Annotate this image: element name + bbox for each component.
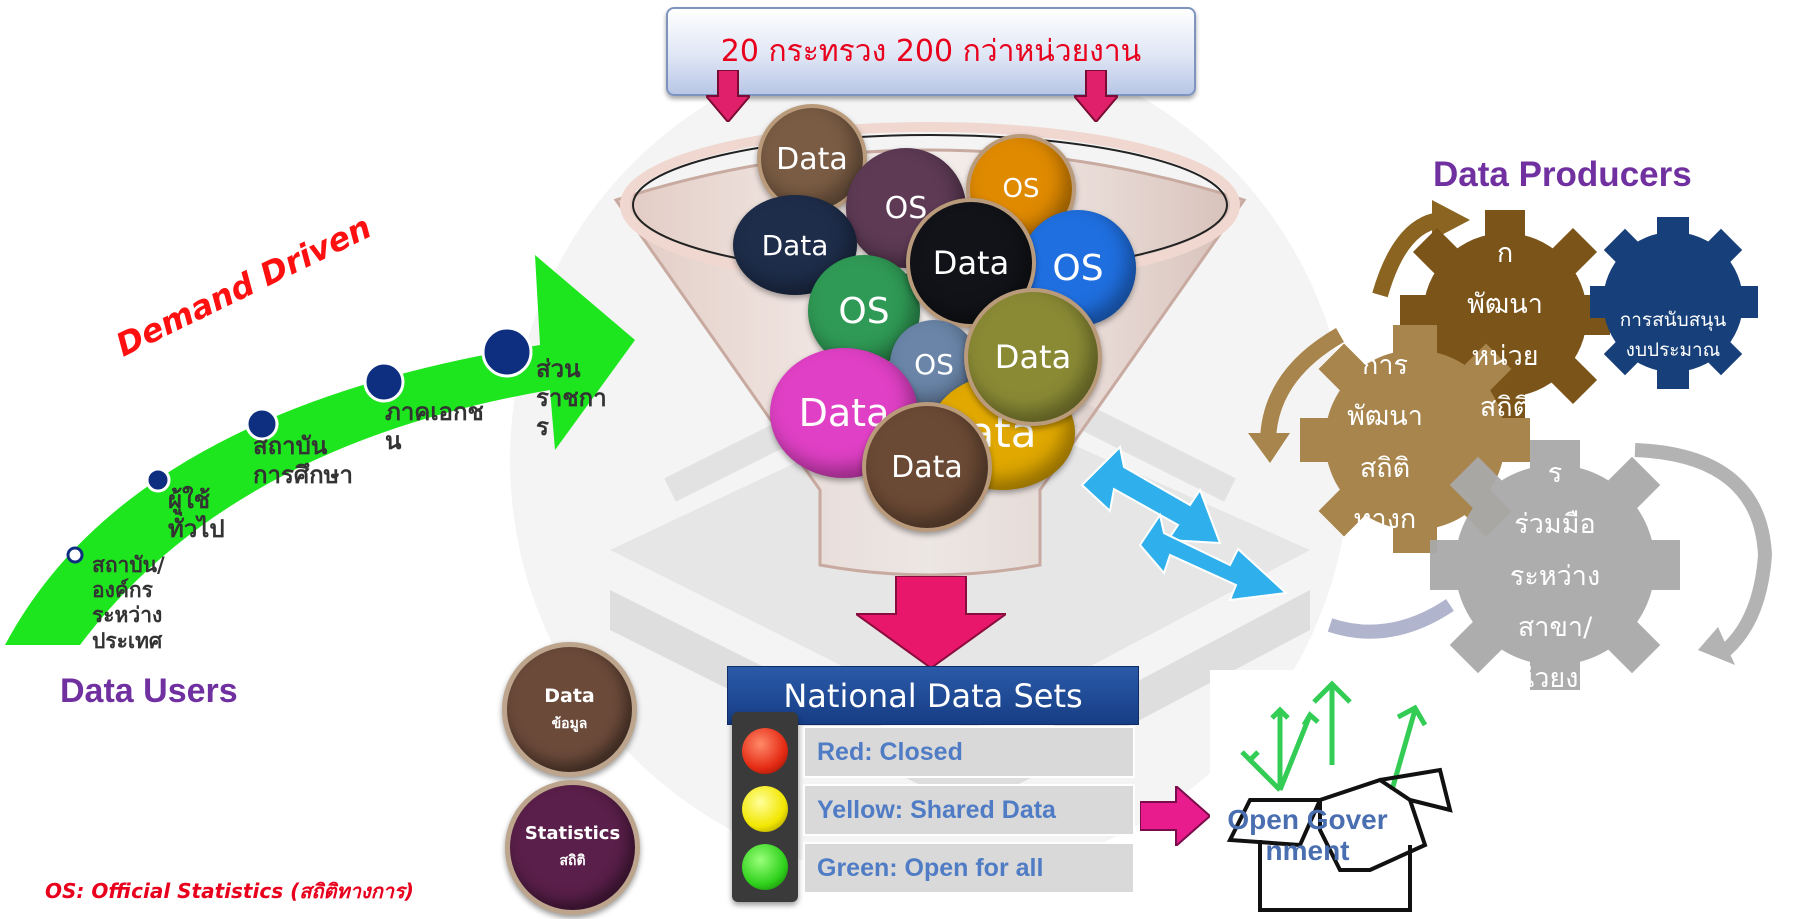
banner-arrow-right <box>1074 70 1118 122</box>
stage-private: ภาคเอกช น <box>385 398 484 455</box>
open-box-icon <box>1210 670 1465 919</box>
gear-text-budget-support: การสนับสนุน งบประมาณ <box>1619 309 1727 362</box>
legend-statistics: Statistics สถิติ <box>505 780 640 915</box>
gear-text-unit-development: ก พัฒนา หน่วย สถิติ <box>1467 238 1543 423</box>
stage-education: สถาบัน การศึกษา <box>253 432 353 489</box>
stage-international: สถาบัน/ องค์กร ระหว่าง ประเทศ <box>92 553 165 653</box>
gears-graphic <box>1248 200 1773 690</box>
stage-general-users: ผู้ใช้ ทั่วไป <box>168 486 225 543</box>
green-lamp <box>742 844 788 890</box>
data-producers-title: Data Producers <box>1433 155 1692 194</box>
gear-text-stat-development: การ พัฒนา สถิติ ทางก <box>1347 350 1423 535</box>
open-government-label: Open Government <box>1227 804 1388 866</box>
banner-arrow-left <box>706 70 750 122</box>
nds-row-green: Green: Open for all <box>803 842 1135 894</box>
funnel-ball-data-2: Data <box>733 195 857 295</box>
funnel-ball-data-7: Data <box>862 402 992 532</box>
stage-government: ส่วน ราชกา ร <box>536 355 607 441</box>
title-banner-text: 20 กระทรวง 200 กว่าหน่วยงาน <box>720 34 1142 69</box>
funnel-ball-data-6: Data <box>964 288 1102 426</box>
data-users-label: Data Users <box>60 672 238 710</box>
traffic-light-icon <box>732 712 798 902</box>
demand-arrow <box>5 255 635 645</box>
to-open-gov-arrow <box>1140 786 1210 846</box>
yellow-lamp <box>742 786 788 832</box>
exchange-arrows <box>1080 445 1289 602</box>
footnote: OS: Official Statistics (สถิติทางการ) <box>45 879 414 903</box>
title-banner: 20 กระทรวง 200 กว่าหน่วยงาน <box>666 7 1196 96</box>
gear-text-cooperation: ร ร่วมมือ ระหว่าง สาขา/ หน่วยงาน <box>1497 458 1613 695</box>
legend-data: Data ข้อมูล <box>502 642 637 777</box>
nds-row-red: Red: Closed <box>803 726 1135 778</box>
nds-row-yellow: Yellow: Shared Data <box>803 784 1135 836</box>
funnel-down-arrow <box>856 576 1006 668</box>
red-lamp <box>742 728 788 774</box>
